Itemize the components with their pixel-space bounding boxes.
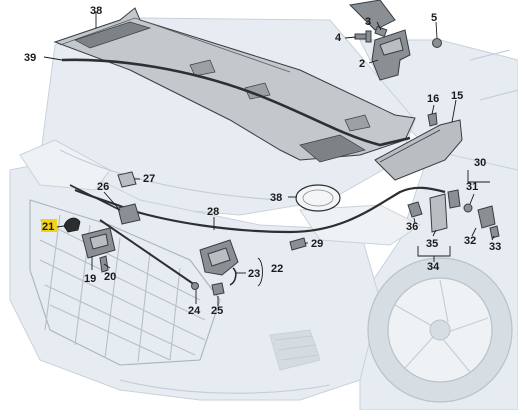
- part-3-bolt: [374, 25, 388, 38]
- part-19-lock-carrier: [81, 227, 116, 259]
- callout-5: 5: [431, 12, 437, 24]
- part-32-bracket: [477, 205, 496, 229]
- callout-4: 4: [335, 32, 342, 44]
- callout-39: 39: [24, 52, 36, 64]
- callout-24: 24: [188, 305, 201, 317]
- callout-38-top: 38: [90, 5, 102, 17]
- part-25-clip: [211, 282, 225, 296]
- part-39-seal-strip: [61, 58, 411, 147]
- callout-23: 23: [248, 268, 260, 280]
- callout-15: 15: [451, 90, 463, 102]
- part-33-clip: [447, 189, 461, 209]
- callout-35: 35: [426, 238, 438, 250]
- part-15-bracket: [374, 119, 463, 181]
- part-29-bracket: [289, 237, 307, 251]
- leader-lines: [43, 12, 495, 306]
- part-27-block: [117, 171, 137, 188]
- part-26-hood-lock: [69, 184, 141, 225]
- callout-27: 27: [143, 173, 155, 185]
- part-38-grommet: [295, 184, 341, 212]
- callout-29: 29: [311, 238, 323, 250]
- part-5-nut: [432, 38, 442, 48]
- part-24-rod: [99, 219, 199, 290]
- callout-21: 21: [42, 221, 54, 233]
- part-21-highlighted: [63, 217, 81, 233]
- callout-26: 26: [97, 181, 109, 193]
- part-16-clip: [427, 112, 438, 127]
- callout-21-highlight: [41, 219, 57, 232]
- part-22-latch: [199, 239, 239, 276]
- callout-3: 3: [365, 16, 371, 28]
- callout-38-lower: 38: [270, 192, 282, 204]
- part-23-spring: [229, 267, 237, 286]
- callout-31: 31: [466, 181, 478, 193]
- callout-36: 36: [406, 221, 418, 233]
- callout-16: 16: [427, 93, 439, 105]
- callout-2: 2: [359, 58, 365, 70]
- callout-19: 19: [84, 273, 96, 285]
- callout-28: 28: [207, 206, 219, 218]
- part-28-release-cable: [129, 186, 446, 234]
- callout-33: 33: [489, 241, 501, 253]
- callout-25: 25: [211, 305, 223, 317]
- callout-labels: 38 39 3 4 5 2 16 15 27 26 28 38 21 29 19…: [24, 5, 501, 317]
- part-36-clip: [407, 201, 423, 218]
- callout-32: 32: [464, 235, 476, 247]
- part-35-bracket: [429, 193, 448, 233]
- callout-30: 30: [474, 157, 486, 169]
- part-2-hood-hinge: [348, 0, 411, 81]
- part-33b-screw: [489, 225, 500, 239]
- callout-20: 20: [104, 271, 116, 283]
- callout-34: 34: [427, 261, 440, 273]
- callout-22: 22: [271, 263, 283, 275]
- part-38-plenum-cover: [53, 7, 416, 163]
- part-31-grommet: [463, 203, 473, 213]
- part-4-bolt: [354, 30, 372, 43]
